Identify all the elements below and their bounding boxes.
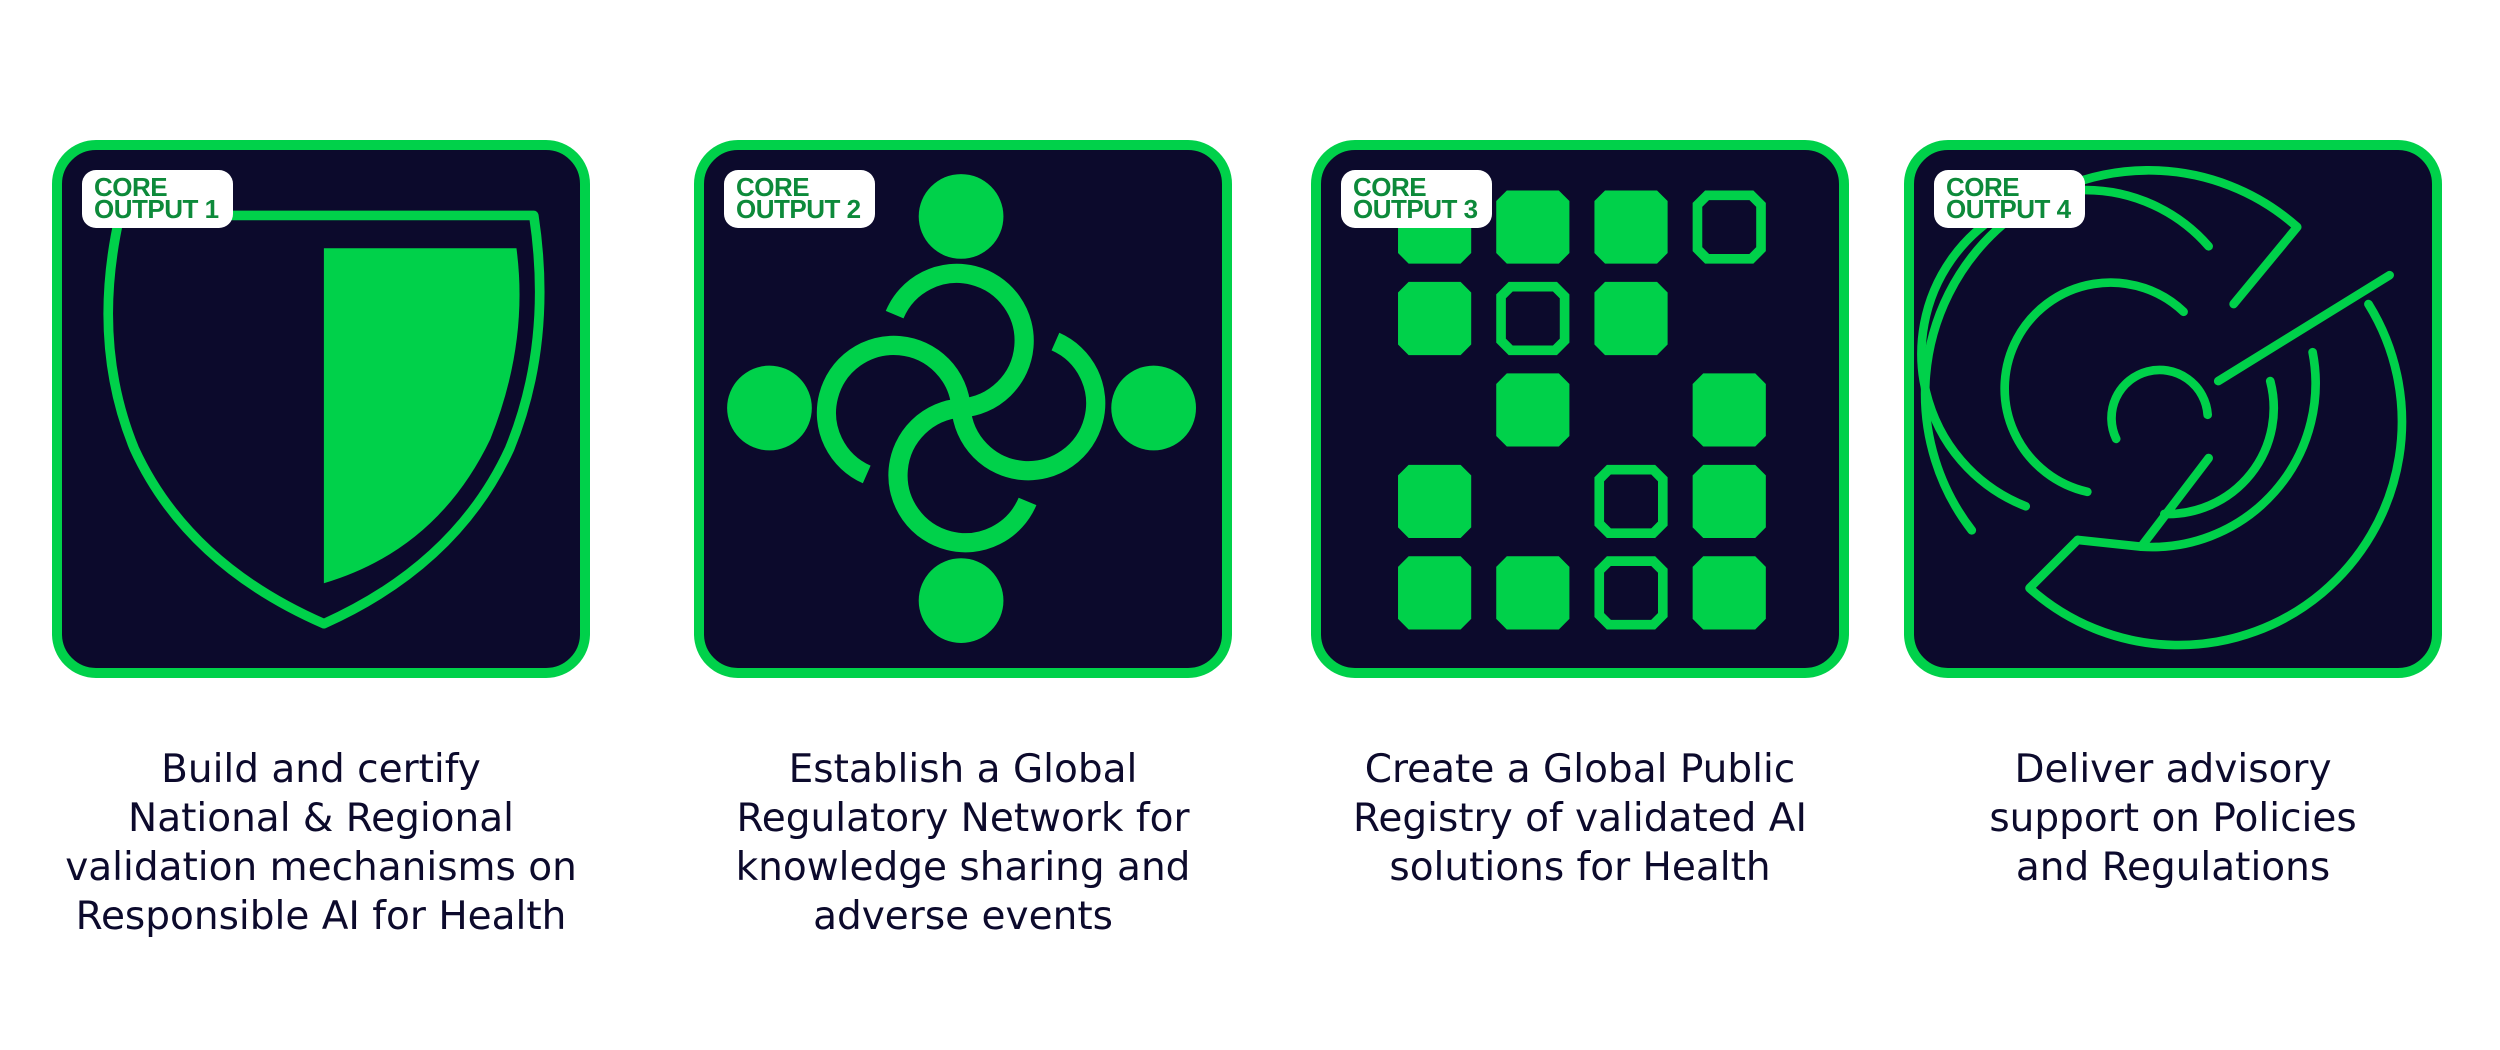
core-output-1-caption: Build and certify National & Regional va… <box>21 745 621 941</box>
core-output-badge: CORE OUTPUT 2 <box>724 170 875 228</box>
caption-line: Create a Global Public <box>1364 747 1796 792</box>
core-output-2-card: CORE OUTPUT 2 <box>694 140 1232 678</box>
caption-line: Responsible AI for Health <box>75 894 567 939</box>
caption-line: National & Regional <box>128 796 514 841</box>
core-output-3-caption: Create a Global Public Registry of valid… <box>1280 745 1880 892</box>
caption-line: Deliver advisory <box>2014 747 2332 792</box>
shield-icon <box>103 210 545 629</box>
caption-line: Regulatory Network for <box>736 796 1190 841</box>
core-output-badge: CORE OUTPUT 4 <box>1934 170 2085 228</box>
caption-line: support on Policies <box>1989 796 2357 841</box>
caption-line: Registry of validated AI <box>1353 796 1807 841</box>
core-output-badge: CORE OUTPUT 1 <box>82 170 233 228</box>
caption-line: knowledge sharing and <box>735 845 1191 890</box>
core-output-1-card: CORE OUTPUT 1 <box>52 140 590 678</box>
core-output-4-caption: Deliver advisory support on Policies and… <box>1873 745 2473 892</box>
caption-line: adverse events <box>813 894 1113 939</box>
caption-line: solutions for Health <box>1389 845 1771 890</box>
caption-line: and Regulations <box>2015 845 2331 890</box>
core-output-4-card: CORE OUTPUT 4 <box>1904 140 2442 678</box>
core-output-2-caption: Establish a Global Regulatory Network fo… <box>663 745 1263 941</box>
core-output-badge: CORE OUTPUT 3 <box>1341 170 1492 228</box>
caption-line: validation mechanisms on <box>65 845 577 890</box>
network-icon <box>727 174 1197 643</box>
caption-line: Build and certify <box>161 747 481 792</box>
core-output-3-card: CORE OUTPUT 3 <box>1311 140 1849 678</box>
caption-line: Establish a Global <box>788 747 1138 792</box>
